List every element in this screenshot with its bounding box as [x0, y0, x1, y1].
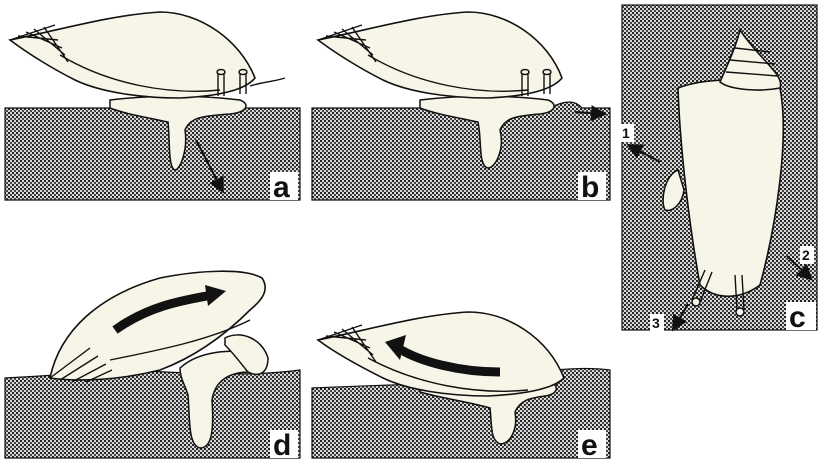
- sediment-a: [5, 108, 300, 200]
- panel-e: e: [312, 312, 610, 462]
- panel-b: b: [312, 12, 610, 204]
- panel-label-c: c: [789, 301, 806, 334]
- sediment-d: [5, 370, 300, 458]
- shell-e: [318, 312, 564, 396]
- arrow-label-3: 3: [652, 315, 660, 331]
- arrow-label-2: 2: [802, 247, 810, 263]
- panel-label-a: a: [273, 171, 290, 204]
- panel-d: d: [5, 271, 300, 462]
- shell-b: [318, 12, 562, 98]
- panel-label-b: b: [581, 171, 599, 204]
- panel-label-d: d: [273, 429, 291, 462]
- panel-a: a: [5, 12, 300, 204]
- panel-c: 1 2 3 c: [620, 5, 817, 334]
- panel-label-e: e: [581, 429, 598, 462]
- arrow-label-1: 1: [622, 125, 630, 141]
